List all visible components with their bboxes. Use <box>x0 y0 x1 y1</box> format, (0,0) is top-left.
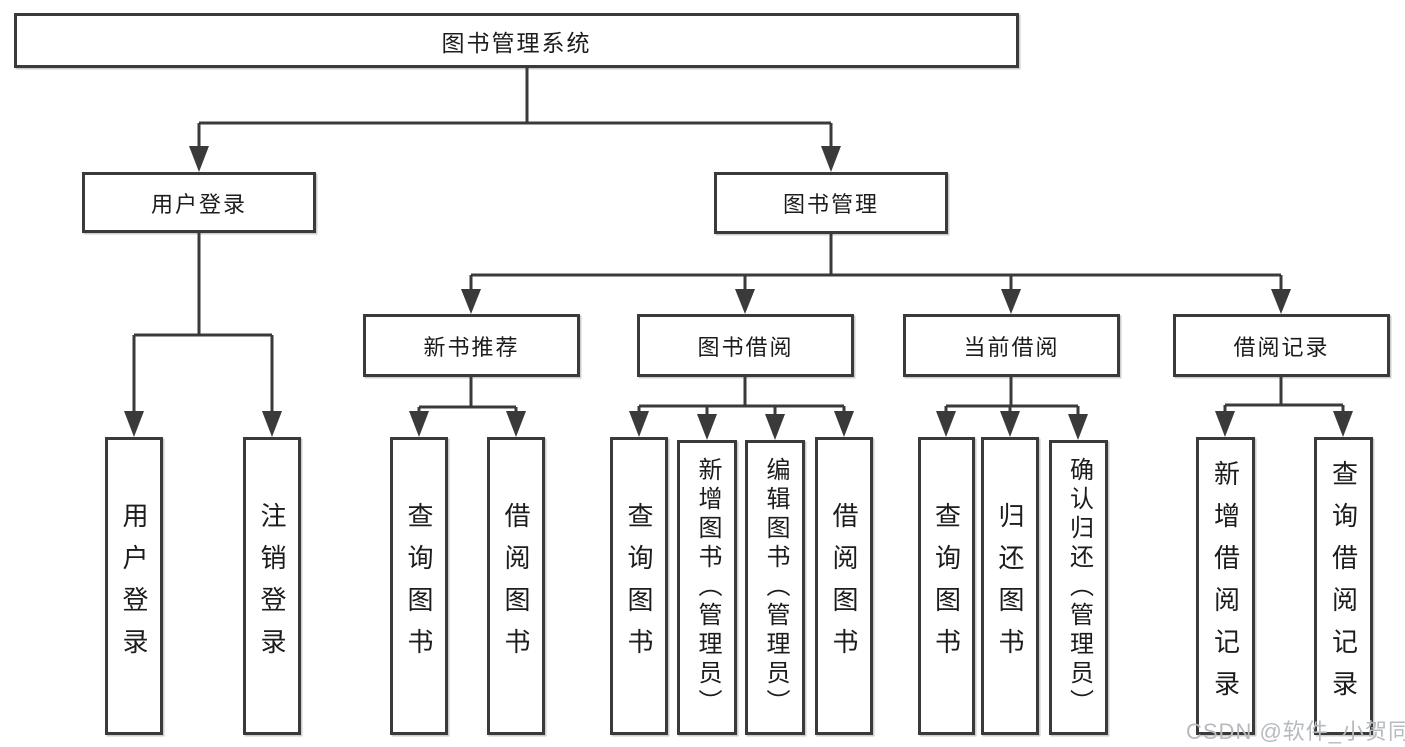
box-label: 用户登录 <box>150 191 247 217</box>
leaf-add-borrow-record: 新增借阅记录 <box>1196 437 1255 735</box>
leaf-label: 借阅图书 <box>501 502 531 670</box>
leaf-label: 新增借阅记录 <box>1210 460 1241 712</box>
box-label: 借阅记录 <box>1233 334 1330 360</box>
box-label: 新书推荐 <box>423 334 520 360</box>
leaf-borrow-books-recommend: 借阅图书 <box>487 437 545 735</box>
root-label: 图书管理系统 <box>441 29 592 56</box>
leaf-label: 查询图书 <box>624 502 654 670</box>
leaf-user-login: 用户登录 <box>105 437 163 735</box>
leaf-query-books-current: 查询图书 <box>918 437 975 735</box>
leaf-edit-books-admin: 编辑图书（管理员） <box>745 440 805 735</box>
box-label: 图书管理 <box>782 192 879 217</box>
box-new-book-recommend: 新书推荐 <box>363 314 580 377</box>
box-book-management: 图书管理 <box>714 172 948 234</box>
leaf-borrow-books-borrowing: 借阅图书 <box>815 437 873 735</box>
root-box-library-system: 图书管理系统 <box>14 13 1019 68</box>
leaf-label: 查询图书 <box>931 502 962 670</box>
box-book-borrowing: 图书借阅 <box>637 314 854 377</box>
leaf-label: 归还图书 <box>995 502 1025 670</box>
leaf-label: 注销登录 <box>257 502 287 670</box>
leaf-label: 查询借阅记录 <box>1328 460 1359 712</box>
leaf-query-books-borrowing: 查询图书 <box>610 437 668 735</box>
box-label: 当前借阅 <box>963 334 1060 360</box>
leaf-query-borrow-record: 查询借阅记录 <box>1314 437 1373 735</box>
leaf-label: 用户登录 <box>119 502 149 670</box>
box-label: 图书借阅 <box>697 334 794 360</box>
leaf-add-books-admin: 新增图书（管理员） <box>677 440 737 735</box>
leaf-label: 编辑图书（管理员） <box>762 457 789 718</box>
leaf-logout: 注销登录 <box>243 437 301 735</box>
csdn-watermark: CSDN @软件_小贺同学 <box>1186 719 1405 744</box>
leaf-label: 借阅图书 <box>829 502 859 670</box>
leaf-label: 查询图书 <box>404 502 434 670</box>
box-user-login: 用户登录 <box>82 172 316 233</box>
leaf-confirm-return-admin: 确认归还（管理员） <box>1049 440 1108 735</box>
leaf-label: 确认归还（管理员） <box>1065 457 1093 718</box>
leaf-query-books-recommend: 查询图书 <box>390 437 448 735</box>
leaf-label: 新增图书（管理员） <box>694 457 721 718</box>
box-borrow-records: 借阅记录 <box>1173 314 1390 377</box>
leaf-return-books: 归还图书 <box>981 437 1039 735</box>
box-current-borrowing: 当前借阅 <box>903 314 1120 377</box>
